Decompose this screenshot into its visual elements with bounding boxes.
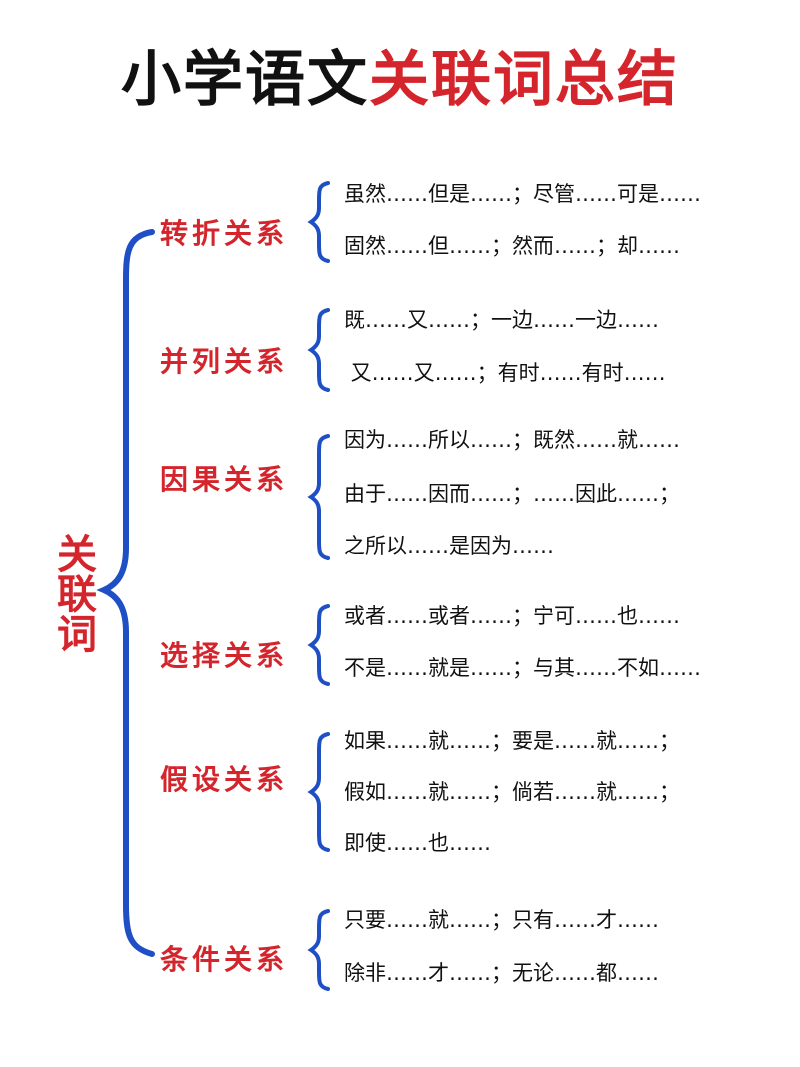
main-brace [96, 229, 155, 957]
category-label-xuanze: 选择关系 [160, 639, 289, 672]
list-item: 不是……就是……；与其……不如…… [344, 656, 701, 680]
list-item: 即使……也…… [344, 831, 491, 855]
list-item: 假如……就……；倘若……就……； [344, 780, 680, 804]
brace-jiashe [307, 732, 330, 852]
category-label-tiaojian: 条件关系 [160, 943, 289, 976]
category-label-yinguo: 因果关系 [160, 463, 289, 496]
list-item: 虽然……但是……；尽管……可是…… [344, 182, 701, 206]
list-item: 又……又……；有时……有时…… [344, 361, 666, 385]
list-item: 如果……就……；要是……就……； [344, 729, 680, 753]
list-item: 既……又……；一边……一边…… [344, 308, 659, 332]
brace-yinguo [307, 434, 330, 560]
list-item: 只要……就……；只有……才…… [344, 908, 659, 932]
list-item: 由于……因而……；……因此……； [344, 482, 680, 506]
category-label-jiashe: 假设关系 [160, 763, 289, 796]
list-item: 或者……或者……；宁可……也…… [344, 604, 680, 628]
category-label-zhuanzhe: 转折关系 [160, 217, 289, 250]
brace-binglie [307, 308, 330, 392]
title-part-black: 小学语文 [121, 45, 369, 115]
list-item: 之所以……是因为…… [344, 534, 554, 558]
category-label-binglie: 并列关系 [160, 345, 289, 378]
list-item: 除非……才……；无论……都…… [344, 961, 659, 985]
root-label: 关联词 [50, 533, 97, 653]
title-part-red: 关联词总结 [369, 45, 679, 115]
brace-xuanze [307, 604, 330, 686]
brace-zhuanzhe [307, 181, 330, 263]
page-title: 小学语文关联词总结 [0, 40, 800, 120]
list-item: 固然……但……；然而……；却…… [344, 234, 680, 258]
list-item: 因为……所以……；既然……就…… [344, 428, 680, 452]
brace-tiaojian [307, 909, 330, 991]
